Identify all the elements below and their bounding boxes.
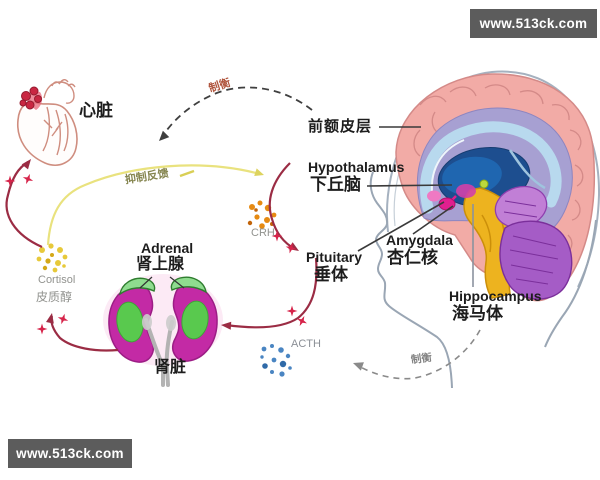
balance-arc-bottom <box>356 329 481 380</box>
pituitary-label-zh: 垂体 <box>314 265 348 284</box>
acth-label: ACTH <box>291 338 321 350</box>
right-adrenal-gland <box>170 276 207 294</box>
hypothalamus-label-zh: 下丘脑 <box>310 175 361 194</box>
hypothalamus-region <box>456 184 476 198</box>
inhibitory-feedback-curve <box>46 164 264 246</box>
balance-arcs <box>159 86 481 380</box>
watermark-bottom-left: www.513ck.com <box>8 439 132 468</box>
cortisol-label-en: Cortisol <box>38 274 76 286</box>
hippocampus-label-zh: 海马体 <box>452 304 503 323</box>
pointer-lines <box>357 126 474 287</box>
cortisol-label-zh: 皮质醇 <box>36 290 73 304</box>
kidneys-illustration <box>103 274 223 387</box>
amygdala-label-zh: 杏仁核 <box>387 248 438 267</box>
adrenal-label-zh: 肾上腺 <box>136 256 185 273</box>
crh-dots <box>247 200 277 229</box>
hippocampus-label-en: Hippocampus <box>449 288 542 304</box>
arrow-pituitary-to-adrenal <box>225 257 318 329</box>
amygdala-pointer <box>412 205 454 235</box>
kidney-label: 肾脏 <box>154 359 187 376</box>
acth-dots <box>260 344 292 377</box>
watermark-top-right: www.513ck.com <box>470 9 597 38</box>
heart-label: 心脏 <box>79 101 113 120</box>
watermark-top-right-text: www.513ck.com <box>479 16 588 31</box>
amygdala-label-en: Amygdala <box>386 232 453 248</box>
coronary-blobs <box>19 86 42 110</box>
corpus-callosum <box>420 121 562 214</box>
watermark-bottom-left-text: www.513ck.com <box>16 446 124 461</box>
crh-label: CRH <box>251 227 275 239</box>
adrenal-pointers <box>139 276 185 289</box>
fornix <box>508 149 546 190</box>
balance-arc-top <box>161 86 313 138</box>
prefrontal-cortex-label: 前额皮层 <box>308 118 373 135</box>
pituitary-pointer <box>357 201 445 252</box>
mammillary-body <box>479 179 489 189</box>
cerebellum-folds <box>503 200 559 285</box>
arrow-cortisol-to-heart <box>5 161 43 249</box>
heart-illustration <box>17 79 78 166</box>
amygdala-region <box>427 190 441 202</box>
adrenal-label-en: Adrenal <box>141 240 194 256</box>
brain-illustration <box>395 73 596 302</box>
hypothalamus-pointer <box>366 184 453 187</box>
stimulation-sparkles <box>4 173 307 335</box>
hypothalamus-label-en: Hypothalamus <box>308 159 405 175</box>
cortisol-dots <box>36 243 68 273</box>
pituitary-label-en: Pituitary <box>306 249 363 265</box>
arrow-hypothalamus-to-pituitary <box>268 162 296 250</box>
